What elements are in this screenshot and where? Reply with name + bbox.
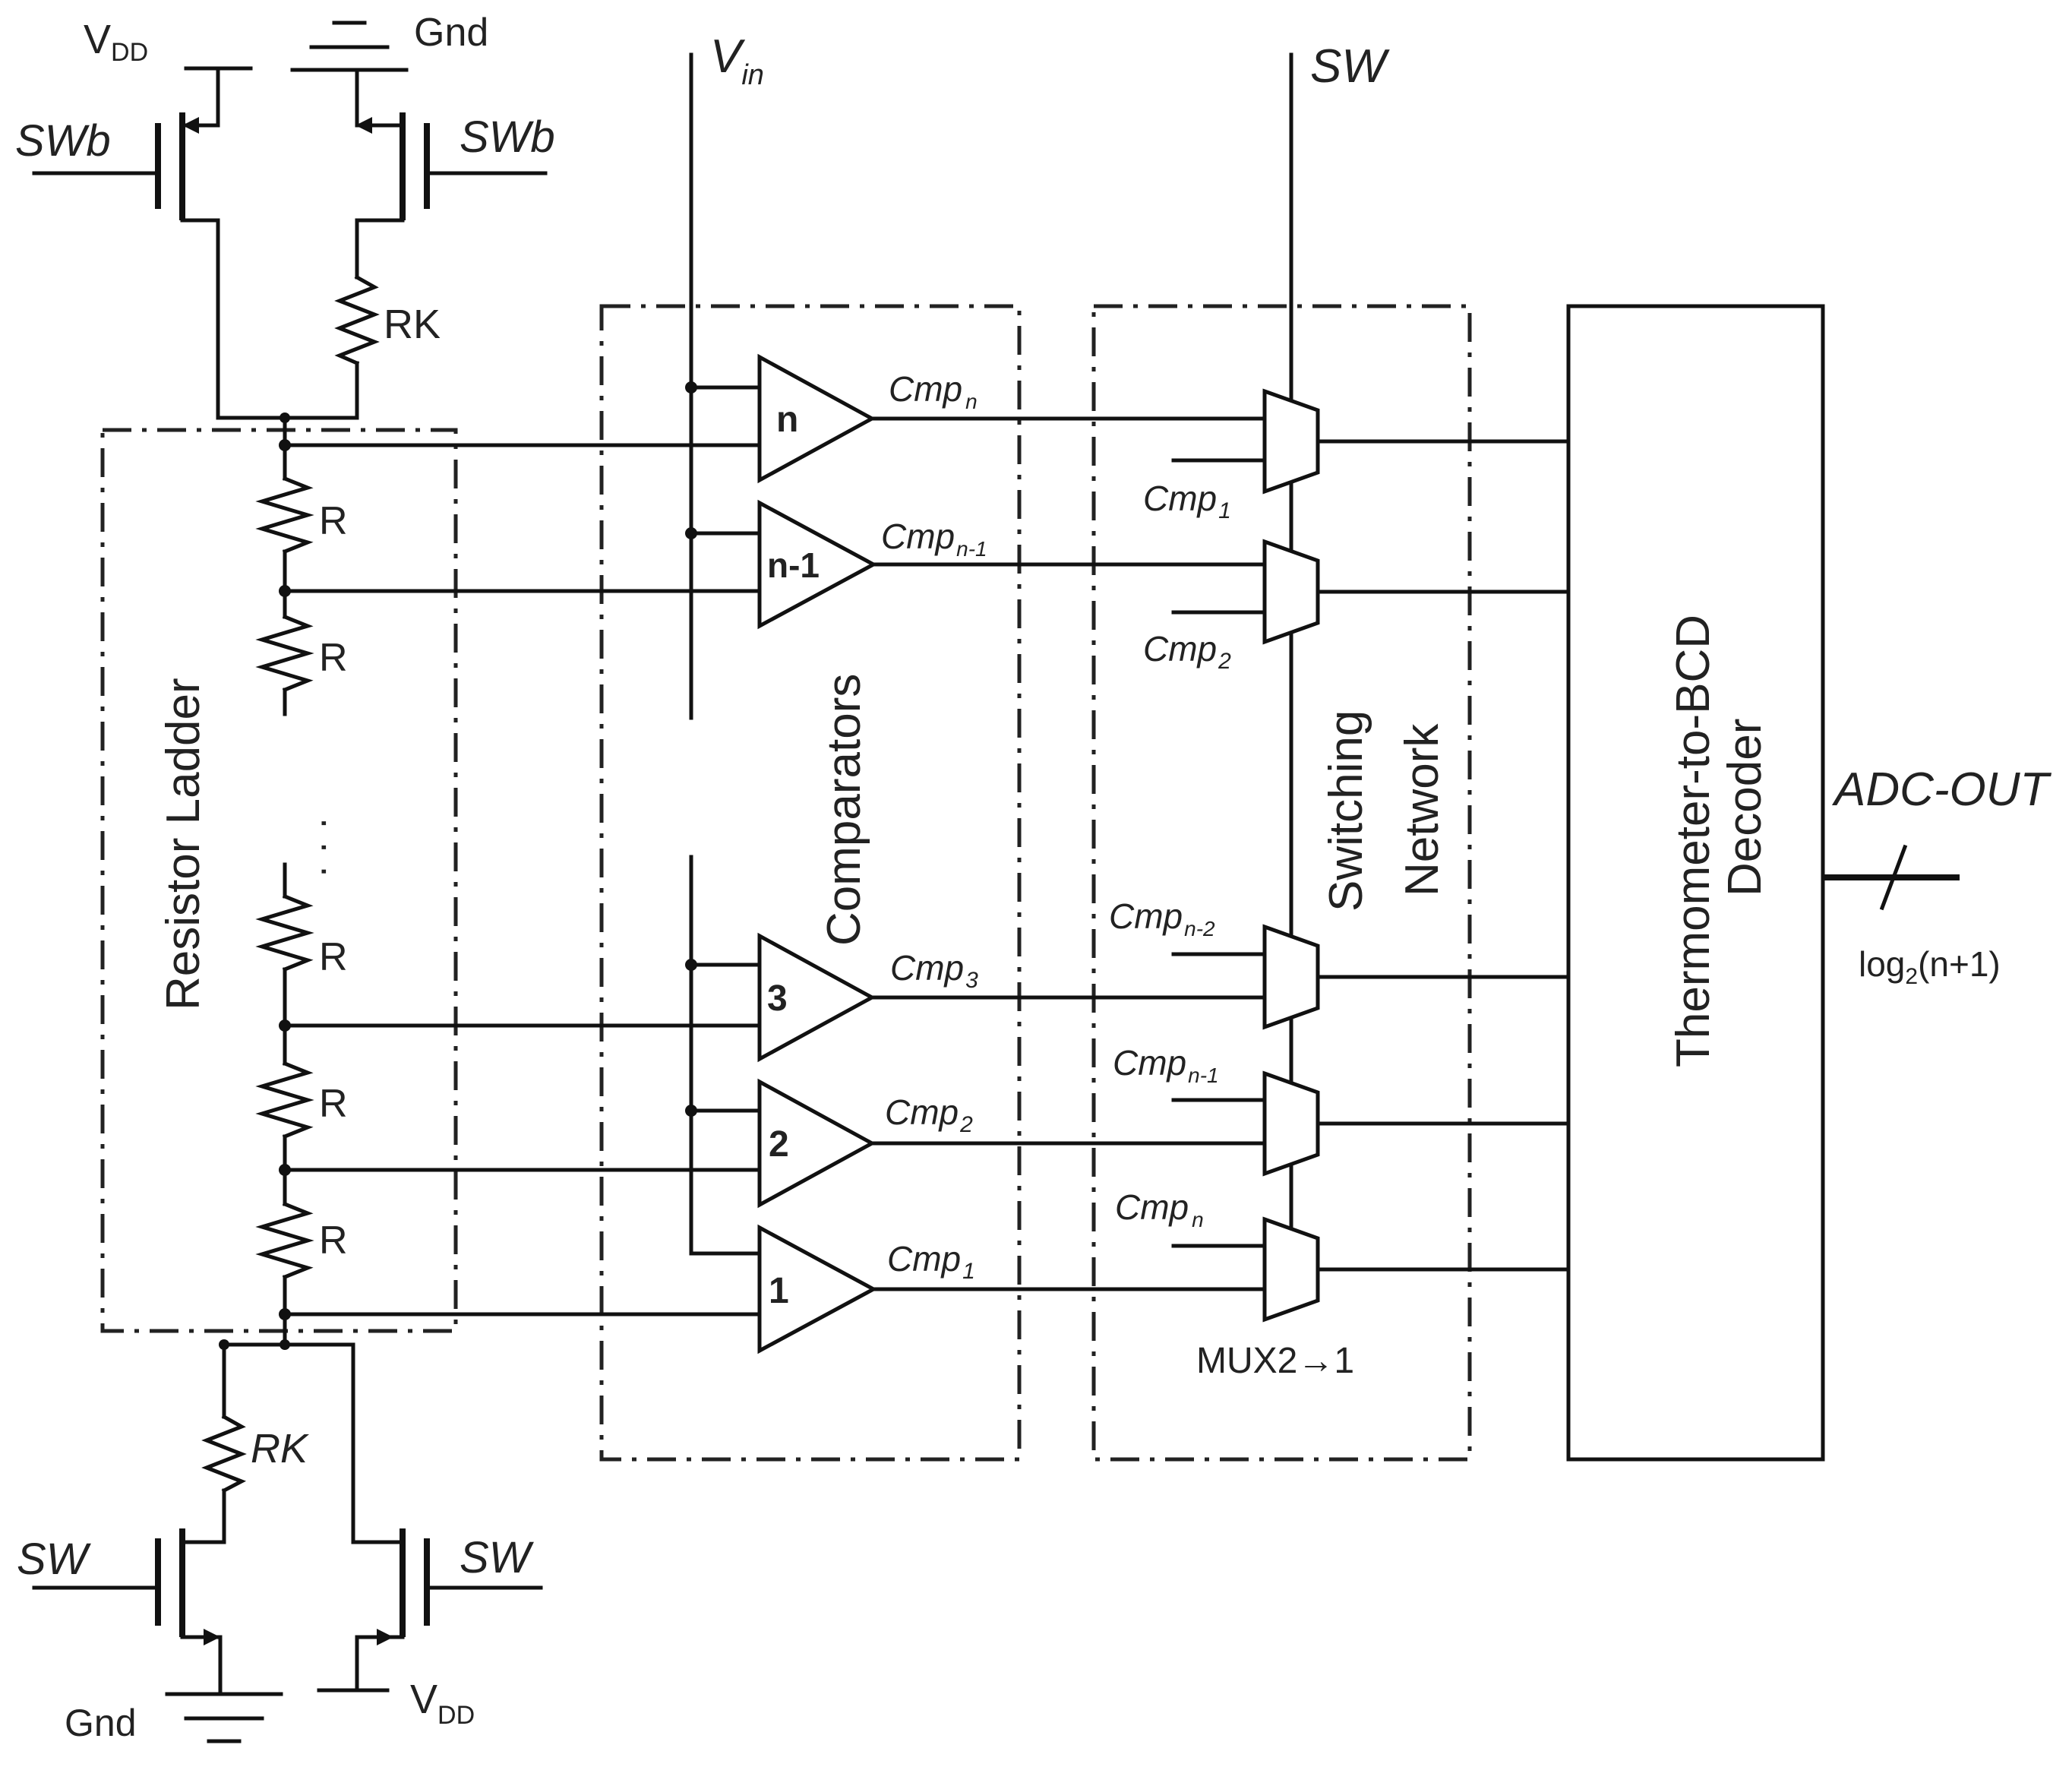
switching-network-block	[1091, 304, 1472, 1462]
decoder-title-line1: Thermometer-to-BCD	[1667, 615, 1720, 1067]
mux-1	[1262, 388, 1320, 495]
resistor-label-5: R	[319, 1219, 348, 1263]
mux-2	[1262, 539, 1320, 645]
comparator-n-label: n	[776, 400, 798, 440]
rk-top-label: RK	[384, 302, 441, 347]
ladder-ellipsis: · · ·	[304, 817, 348, 878]
resistor-label-1: R	[319, 499, 348, 543]
mux-in-cmp-n-1: Cmpn-1	[1113, 1043, 1219, 1087]
vdd-top-label: VDD	[84, 17, 148, 67]
mux-caption: MUX2→1	[1196, 1341, 1354, 1381]
resistor-label-2: R	[319, 636, 348, 680]
resistor-label-3: R	[319, 935, 348, 979]
output-width-label: log2(n+1)	[1859, 944, 2001, 989]
sw-bus-label: SW	[1310, 40, 1390, 93]
gnd-top-label: Gnd	[414, 11, 488, 55]
comparator-1-label: 1	[769, 1271, 789, 1311]
top-switch-network	[32, 21, 548, 420]
comparator-2	[757, 1078, 876, 1209]
vin-label: Vin	[710, 30, 764, 91]
cmp-out-3: Cmp3	[890, 948, 978, 993]
cmp-out-2: Cmp2	[885, 1092, 973, 1137]
mux-3	[1262, 924, 1320, 1030]
mux-4	[1262, 1070, 1320, 1177]
cmp-out-1: Cmp1	[887, 1239, 975, 1284]
thermometer-to-bcd-decoder	[1566, 304, 1825, 1462]
switching-title-line1: Switching	[1320, 710, 1372, 912]
comparator-1	[757, 1224, 878, 1354]
mux-in-cmp-n-2: Cmpn-2	[1109, 896, 1215, 940]
mux-in-cmp2: Cmp2	[1143, 629, 1231, 674]
swb-left-label: SWb	[15, 116, 111, 166]
resistor-ladder-title: Resistor Ladder	[157, 678, 210, 1010]
bottom-switch-network	[32, 1339, 543, 1743]
resistor-ladder-block	[100, 428, 458, 1333]
sw-right-label: SW	[460, 1533, 535, 1582]
comparators-title: Comparators	[818, 674, 870, 946]
comparator-n-1	[757, 499, 878, 630]
mux-5	[1262, 1216, 1320, 1323]
switching-title-line2: Network	[1396, 723, 1448, 896]
comparator-3	[757, 932, 876, 1063]
resistor-string	[255, 413, 314, 1350]
decoder-title-line2: Decoder	[1719, 719, 1771, 896]
swb-right-label: SWb	[460, 112, 555, 162]
gnd-bottom-label: Gnd	[65, 1702, 137, 1744]
resistor-label-4: R	[319, 1082, 348, 1126]
cmp-out-n-1: Cmpn-1	[881, 517, 987, 561]
vdd-bottom-label: VDD	[410, 1677, 475, 1730]
comparator-3-label: 3	[767, 978, 788, 1019]
mux-in-cmp1: Cmp1	[1143, 479, 1231, 523]
comparator-2-label: 2	[769, 1124, 789, 1165]
rk-bottom-label: RK	[251, 1426, 309, 1471]
comparator-n	[757, 353, 876, 484]
adc-out-label: ADC-OUT	[1831, 763, 2052, 816]
sw-left-label: SW	[17, 1535, 92, 1584]
comparator-n-1-label: n-1	[767, 545, 820, 585]
comparators-block	[599, 304, 1022, 1462]
